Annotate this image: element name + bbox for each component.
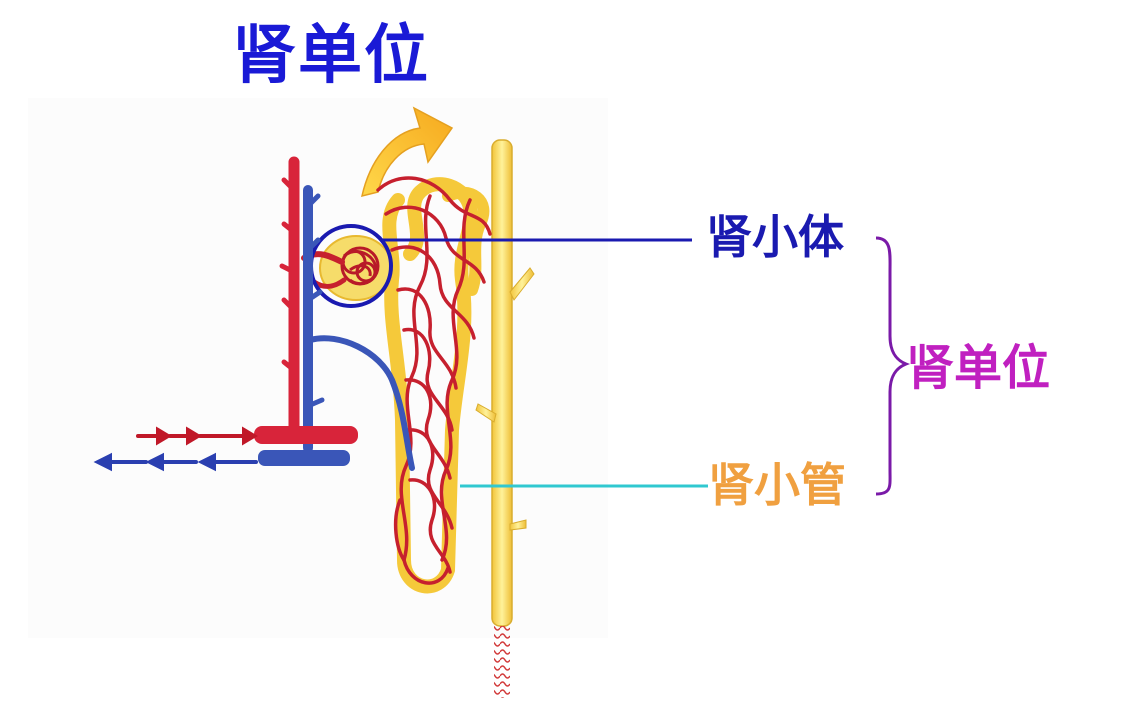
artery-horizontal xyxy=(254,426,358,444)
label-renal-tubule: 肾小管 xyxy=(708,458,846,512)
collecting-duct-tail xyxy=(494,626,510,698)
flow-arrow xyxy=(361,106,454,198)
collecting-duct-branch xyxy=(475,403,497,423)
label-nephron: 肾单位 xyxy=(906,340,1051,396)
label-renal-corpuscle: 肾小体 xyxy=(706,210,844,264)
renal-vein xyxy=(303,185,415,471)
diagram-backdrop xyxy=(28,98,608,638)
capillary-network xyxy=(376,176,492,585)
vein-horizontal xyxy=(258,450,350,466)
outflow-arrows xyxy=(93,452,258,472)
inflow-arrows xyxy=(136,426,258,446)
slide-title: 肾单位 xyxy=(232,19,430,93)
collecting-duct xyxy=(491,139,513,627)
collecting-duct-branch xyxy=(509,519,527,531)
renal-artery xyxy=(279,156,300,436)
collecting-duct-branch xyxy=(509,267,535,301)
glomerulus-knot xyxy=(340,246,380,286)
nephron-brace xyxy=(875,236,911,496)
